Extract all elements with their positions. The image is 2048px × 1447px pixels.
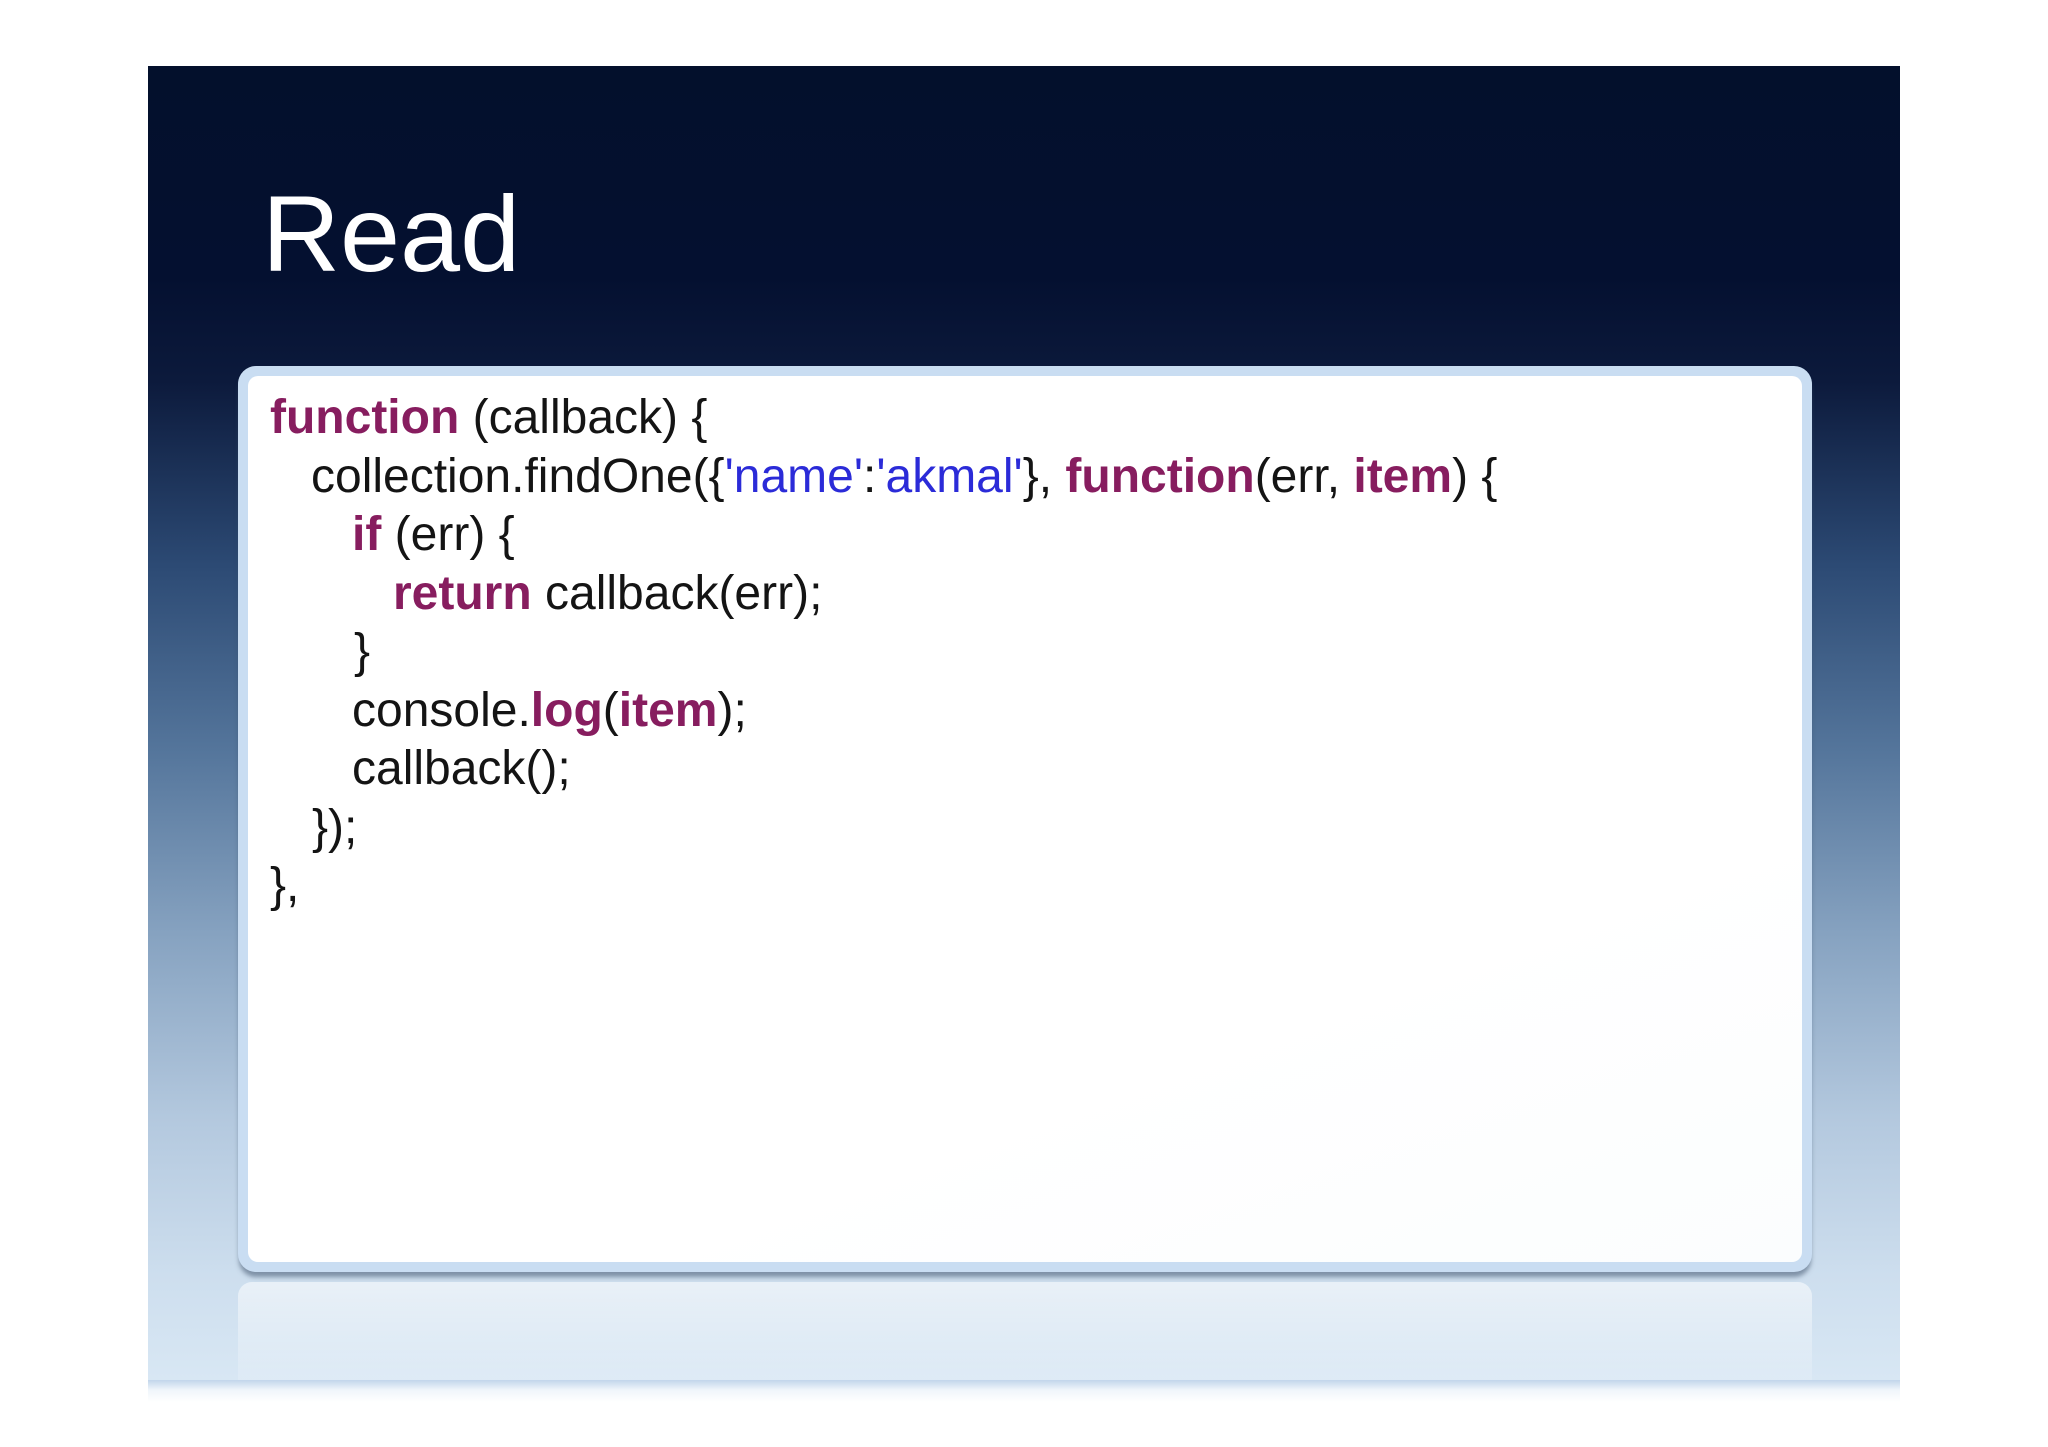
code-token: callback(err); bbox=[531, 566, 823, 620]
code-token: 'akmal' bbox=[876, 449, 1023, 503]
code-token: console. bbox=[352, 683, 531, 737]
code-token: return bbox=[393, 566, 532, 620]
code-token: log bbox=[530, 683, 603, 737]
code-line: if (err) { bbox=[270, 506, 1782, 565]
code-token: if bbox=[352, 508, 382, 561]
code-token: collection.findOne({ bbox=[311, 449, 725, 503]
slide: Read function (callback) { collection.fi… bbox=[148, 66, 1900, 1380]
code-line: }, bbox=[270, 857, 1782, 916]
code-line: collection.findOne({'name':'akmal'}, fun… bbox=[270, 448, 1782, 507]
code-token: 'name' bbox=[724, 449, 863, 503]
slide-title: Read bbox=[262, 173, 521, 294]
code-line: return callback(err); bbox=[270, 565, 1782, 624]
code-token: }); bbox=[312, 800, 358, 854]
code-token: } bbox=[354, 625, 371, 678]
code-token: ) { bbox=[1452, 449, 1498, 503]
code-line: } bbox=[270, 623, 1782, 682]
code-line: }); bbox=[270, 799, 1782, 858]
code-token: ); bbox=[717, 683, 747, 737]
code-token: ( bbox=[602, 683, 619, 737]
code-token: }, bbox=[270, 859, 300, 912]
code-token: item bbox=[1353, 449, 1453, 503]
code-panel-inner: function (callback) { collection.findOne… bbox=[248, 376, 1802, 1262]
code-token: callback(); bbox=[352, 742, 571, 795]
code-token: function bbox=[1065, 449, 1255, 503]
code-line: console.log(item); bbox=[270, 682, 1782, 741]
code-block: function (callback) { collection.findOne… bbox=[270, 389, 1782, 916]
code-token: (err, bbox=[1254, 449, 1354, 503]
code-panel: function (callback) { collection.findOne… bbox=[238, 366, 1812, 1272]
code-line: callback(); bbox=[270, 740, 1782, 799]
code-token: (callback) { bbox=[459, 391, 708, 444]
code-token: function bbox=[270, 391, 460, 444]
code-panel-reflection bbox=[238, 1282, 1812, 1380]
code-token: item bbox=[618, 683, 718, 737]
code-token: (err) { bbox=[381, 508, 515, 561]
code-token: }, bbox=[1022, 449, 1066, 503]
slide-reflection bbox=[148, 1380, 1900, 1402]
code-line: function (callback) { bbox=[270, 389, 1782, 448]
code-token: : bbox=[862, 449, 877, 503]
